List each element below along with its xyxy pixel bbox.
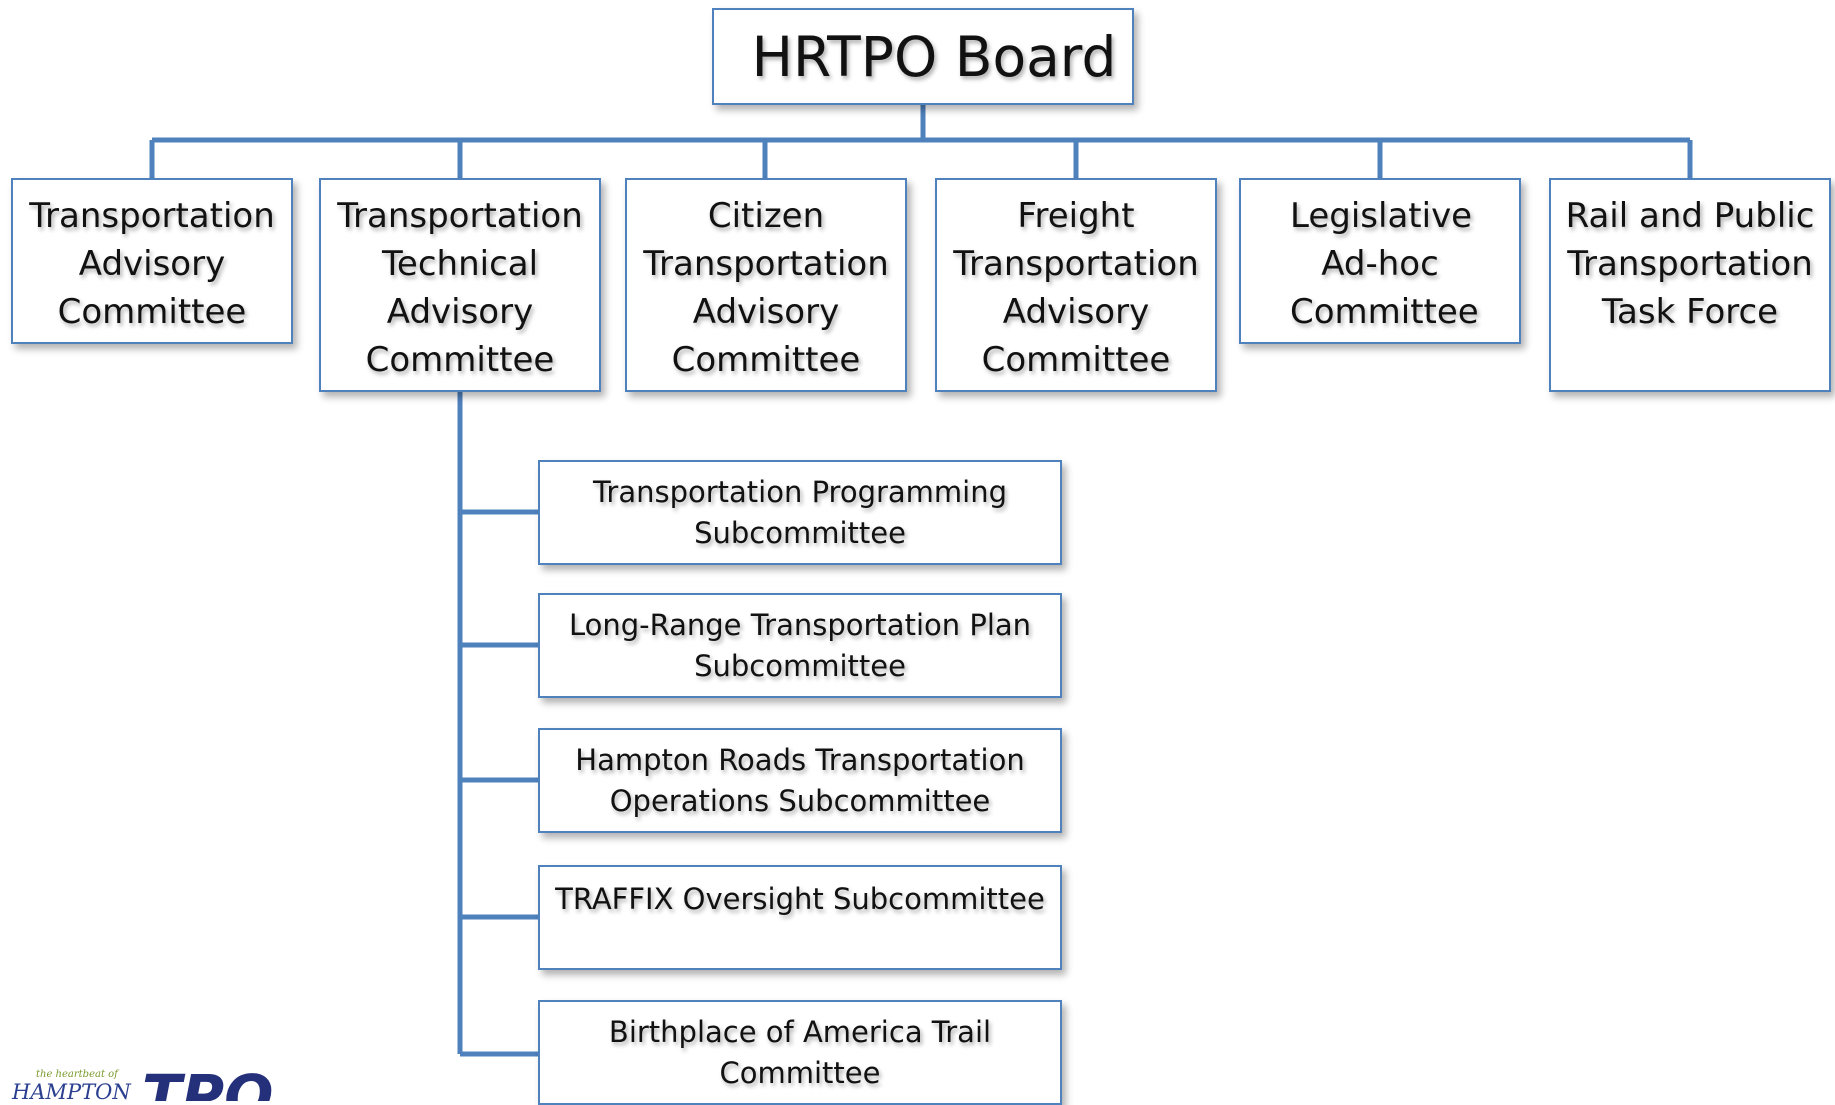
subcommittee-label: TRAFFIX Oversight Subcommittee [555,882,1045,916]
hrtpo-board-box: HRTPO Board [712,8,1134,105]
subcommittee-label: Hampton Roads Transportation Operations … [575,742,1025,818]
committee-label: Legislative Ad-hoc Committee [1290,196,1479,332]
subcommittee-box: TRAFFIX Oversight Subcommittee [538,865,1062,970]
subcommittee-box: Transportation Programming Subcommittee [538,460,1062,565]
subcommittee-label: Birthplace of America Trail Committee [608,1014,992,1090]
logo-tagline: the heartbeat of [36,1069,118,1080]
committee-label: Transportation Advisory Committee [29,196,275,332]
committee-box: Legislative Ad-hoc Committee [1239,178,1521,344]
subcommittee-box: Birthplace of America Trail Committee [538,1000,1062,1105]
logo-mark: TPO [142,1063,274,1101]
board-label: HRTPO Board [751,24,1117,89]
hampton-tpo-logo: the heartbeat of HAMPTON TPO [8,1063,308,1101]
committee-label: Rail and Public Transportation Task Forc… [1565,196,1815,332]
committee-label: Citizen Transportation Advisory Committe… [643,196,889,380]
committee-box: Transportation Technical Advisory Commit… [319,178,601,392]
committee-label: Freight Transportation Advisory Committe… [953,196,1199,380]
committee-box: Freight Transportation Advisory Committe… [935,178,1217,392]
committee-box: Transportation Advisory Committee [11,178,293,344]
committee-box: Rail and Public Transportation Task Forc… [1549,178,1831,392]
subcommittee-box: Hampton Roads Transportation Operations … [538,728,1062,833]
committee-label: Transportation Technical Advisory Commit… [337,196,583,380]
committee-box: Citizen Transportation Advisory Committe… [625,178,907,392]
logo-wordmark: HAMPTON [12,1080,131,1101]
subcommittee-label: Long-Range Transportation Plan Subcommit… [568,607,1032,683]
subcommittee-box: Long-Range Transportation Plan Subcommit… [538,593,1062,698]
subcommittee-label: Transportation Programming Subcommittee [592,474,1008,550]
